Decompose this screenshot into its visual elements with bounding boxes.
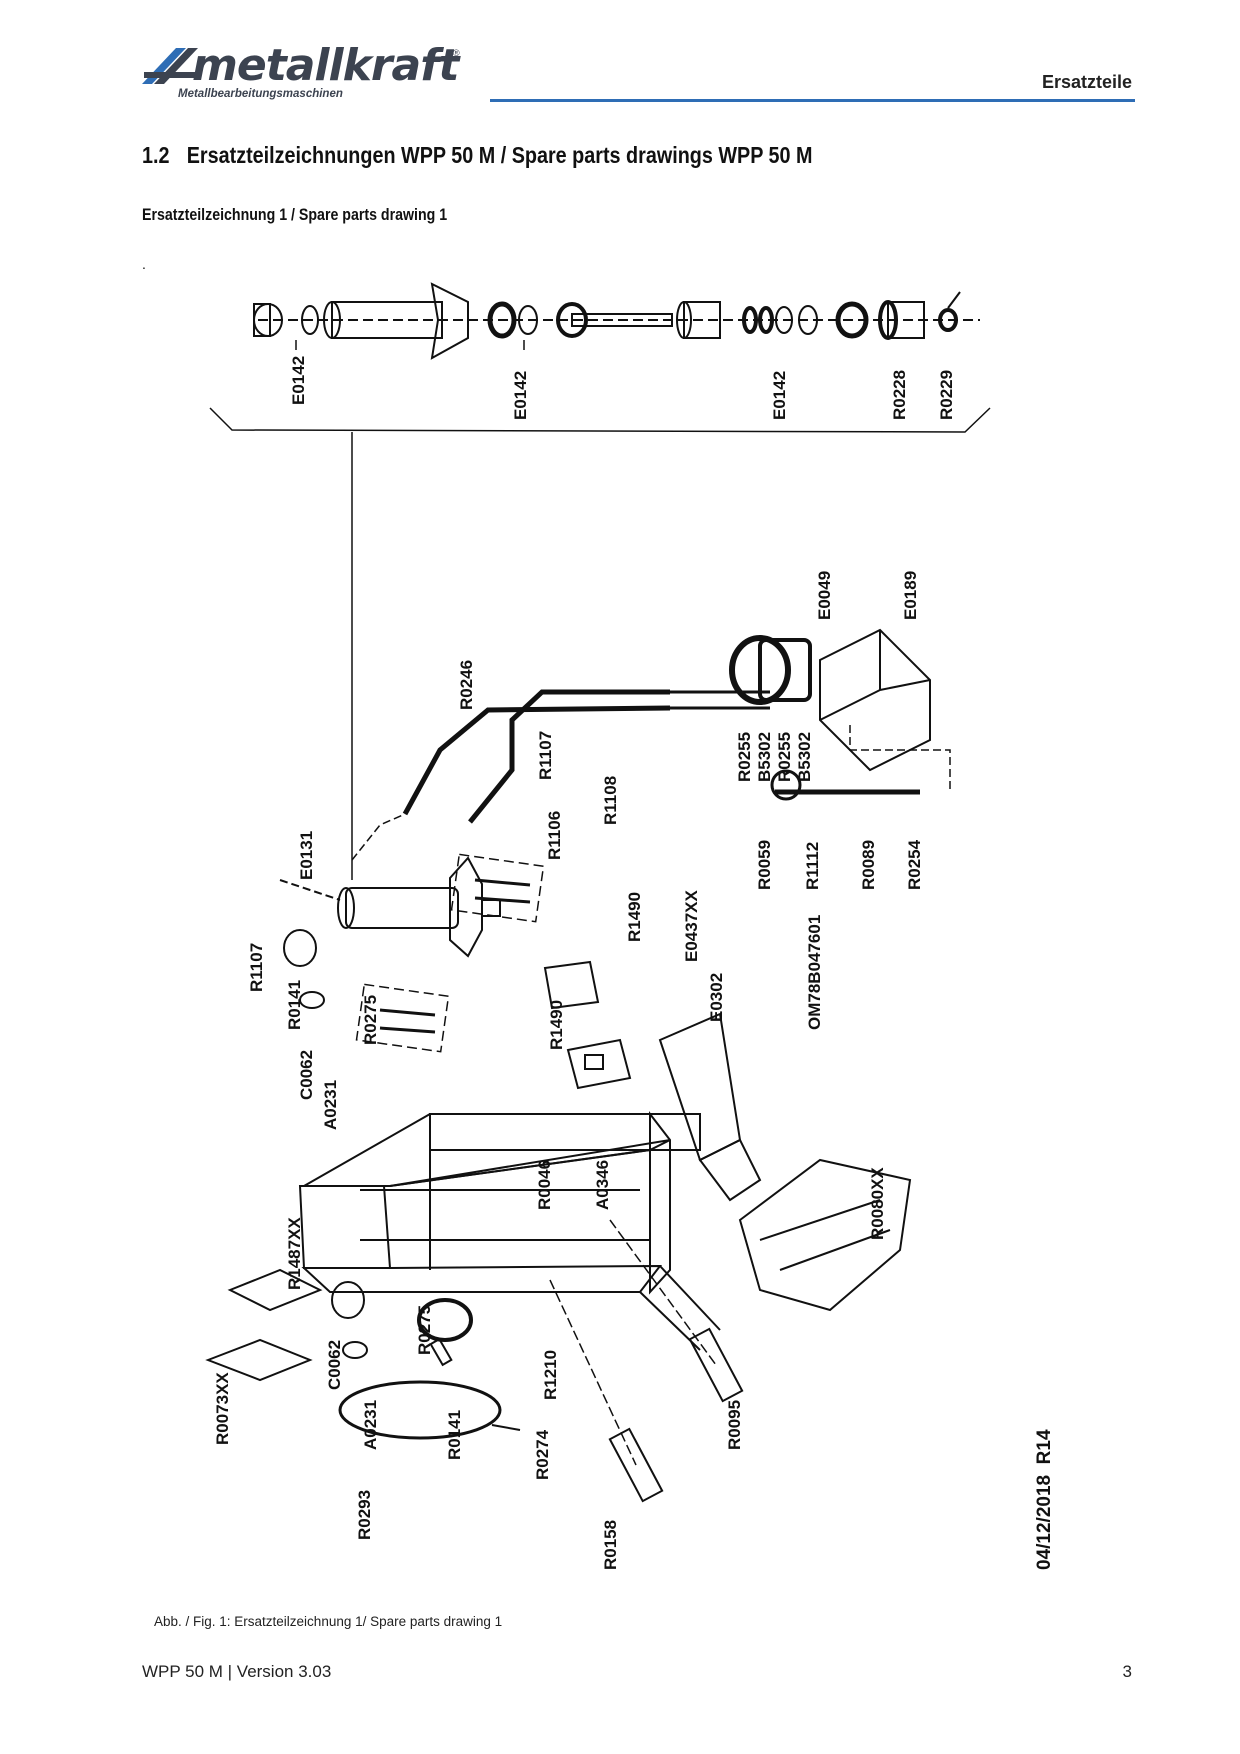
figure-caption: Abb. / Fig. 1: Ersatzteilzeichnung 1/ Sp… bbox=[154, 1614, 503, 1629]
section-title: Ersatzteilzeichnungen WPP 50 M / Spare p… bbox=[186, 142, 813, 168]
label-r0275-b: R0275 bbox=[415, 1305, 434, 1355]
label-r0158: R0158 bbox=[601, 1520, 620, 1570]
label-r1107-top: R1107 bbox=[536, 731, 555, 780]
metallkraft-logo: metallkraft ® Metallbearbeitungsmaschine… bbox=[140, 40, 470, 106]
label-r0080xx: R0080XX bbox=[868, 1167, 887, 1240]
subsection-heading: Ersatzteilzeichnung 1 / Spare parts draw… bbox=[142, 206, 448, 224]
logo-subtitle: Metallbearbeitungsmaschinen bbox=[178, 88, 343, 100]
label-a0231-b: A0231 bbox=[361, 1400, 380, 1450]
label-r1112: R1112 bbox=[803, 842, 822, 890]
header-section-label: Ersatzteile bbox=[1041, 72, 1132, 92]
label-r0095: R0095 bbox=[725, 1400, 744, 1450]
label-r0255-b: R0255 bbox=[775, 732, 794, 782]
label-om78b047601: OM78B047601 bbox=[805, 915, 824, 1030]
label-r0141-a: R0141 bbox=[285, 980, 304, 1030]
label-r1490-a: R1490 bbox=[625, 892, 644, 942]
section-heading: 1.2 Ersatzteilzeichnungen WPP 50 M / Spar… bbox=[142, 142, 813, 169]
label-r0255-a: R0255 bbox=[735, 732, 754, 782]
label-r0073xx: R0073XX bbox=[213, 1372, 232, 1445]
footer-document: WPP 50 M | Version 3.03 bbox=[142, 1662, 332, 1681]
label-r1106: R1106 bbox=[545, 811, 564, 860]
header-rule bbox=[490, 99, 1135, 102]
label-r0046: R0046 bbox=[535, 1160, 554, 1210]
label-r1108: R1108 bbox=[601, 776, 620, 825]
logo-mark-icon bbox=[142, 48, 198, 84]
hoses bbox=[351, 689, 920, 861]
label-e0437xx: E0437XX bbox=[682, 890, 701, 962]
registered-mark: ® bbox=[453, 48, 460, 58]
hydraulic-cylinder bbox=[279, 856, 501, 958]
label-e0142-c: E0142 bbox=[770, 371, 789, 420]
label-r1490-b: R1490 bbox=[547, 1000, 566, 1050]
label-e0142-a: E0142 bbox=[289, 356, 308, 405]
footer-page-number: 3 bbox=[1122, 1662, 1132, 1681]
label-r1107-left: R1107 bbox=[247, 943, 266, 992]
cylinder-exploded-row bbox=[253, 282, 980, 360]
stray-dot: . bbox=[142, 256, 146, 272]
label-r0059: R0059 bbox=[755, 840, 774, 890]
label-c0062-a: C0062 bbox=[297, 1050, 316, 1100]
label-b5302-a: B5302 bbox=[755, 732, 774, 782]
label-r0141-b: R0141 bbox=[445, 1410, 464, 1460]
label-b5302-b: B5302 bbox=[795, 732, 814, 782]
section-number: 1.2 bbox=[142, 142, 170, 168]
spare-parts-drawing: E0142 E0142 E0142 R0228 R0229 E0049 E018… bbox=[205, 282, 1050, 1570]
label-e0189: E0189 bbox=[901, 571, 920, 620]
revision-stamp: 04/12/2018_R14 bbox=[1034, 1429, 1050, 1570]
label-r0228: R0228 bbox=[890, 370, 909, 420]
press-frame bbox=[298, 1012, 762, 1351]
label-e0142-b: E0142 bbox=[511, 371, 530, 420]
label-r1210: R1210 bbox=[541, 1350, 560, 1400]
label-e0131: E0131 bbox=[297, 831, 316, 880]
label-e0302: E0302 bbox=[707, 973, 726, 1022]
label-r0246: R0246 bbox=[457, 660, 476, 710]
logo-wordmark: metallkraft bbox=[192, 40, 459, 91]
label-r1487xx: R1487XX bbox=[285, 1217, 304, 1290]
pump-motor bbox=[729, 628, 951, 792]
label-a0346: A0346 bbox=[593, 1160, 612, 1210]
label-r0274: R0274 bbox=[533, 1429, 552, 1480]
label-r0229: R0229 bbox=[937, 370, 956, 420]
label-c0062-b: C0062 bbox=[325, 1340, 344, 1390]
label-r0254: R0254 bbox=[905, 839, 924, 890]
label-r0089: R0089 bbox=[859, 840, 878, 890]
label-a0231-a: A0231 bbox=[321, 1080, 340, 1130]
label-e0049: E0049 bbox=[815, 571, 834, 620]
label-r0275-a: R0275 bbox=[361, 995, 380, 1045]
label-r0293: R0293 bbox=[355, 1490, 374, 1540]
